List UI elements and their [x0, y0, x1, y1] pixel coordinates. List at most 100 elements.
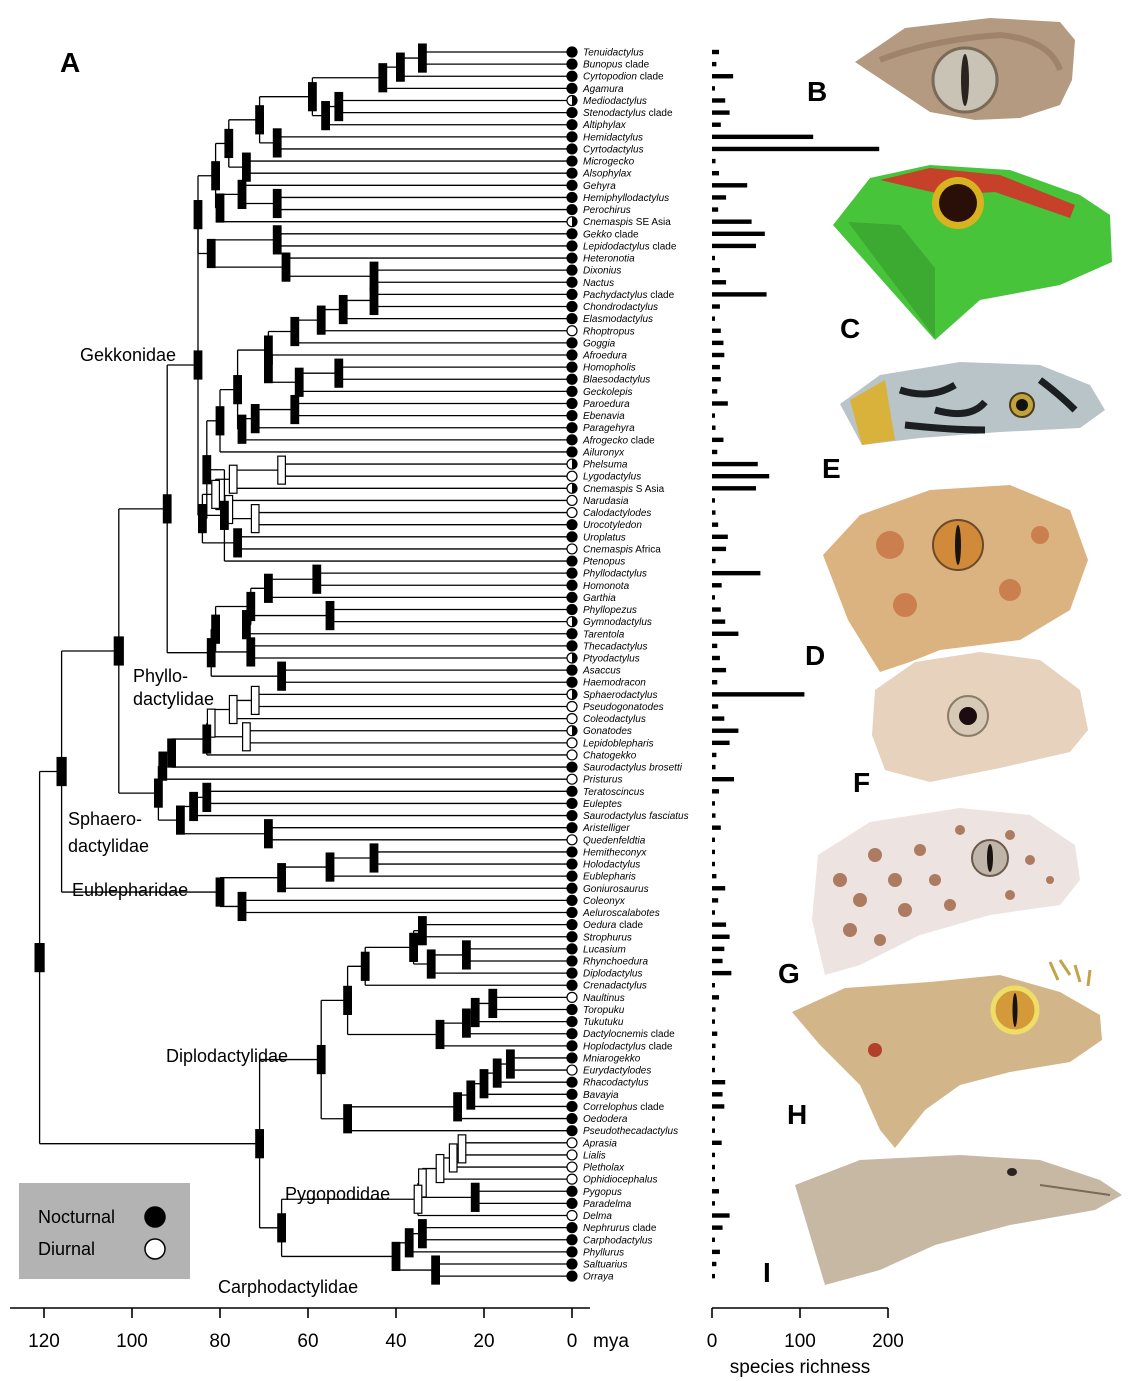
node-bar-nocturnal — [194, 351, 202, 379]
taxon-label: Gehyra — [583, 181, 616, 192]
tip-state-diurnal — [567, 738, 577, 748]
tip-13: Hemiphyllodactylus — [567, 192, 669, 204]
taxon-label: Cnemaspis SE Asia — [583, 217, 671, 228]
node-bar-nocturnal — [282, 253, 290, 281]
tip-state-nocturnal — [567, 908, 577, 918]
richness-bar — [712, 1104, 724, 1108]
richness-bar — [712, 801, 715, 805]
richness-tick-label: 100 — [784, 1331, 816, 1352]
taxon-label: Orraya — [583, 1272, 614, 1283]
taxon-label: Hemidactylus — [583, 132, 643, 143]
richness-bar — [712, 971, 731, 975]
node-bar-nocturnal — [405, 1229, 413, 1257]
node-bar-nocturnal — [471, 999, 479, 1027]
taxon-label: Ptyodactylus — [583, 654, 640, 665]
taxon-label: Eurydactylodes — [583, 1066, 651, 1077]
node-bar-nocturnal — [234, 376, 242, 404]
node-bar-nocturnal — [278, 864, 286, 892]
richness-bar — [712, 1153, 715, 1157]
taxon-label: Euleptes — [583, 799, 622, 810]
tip-state-nocturnal — [567, 423, 577, 433]
taxon-label: Paragehyra — [583, 423, 635, 434]
node-bar-nocturnal — [234, 529, 242, 557]
legend-box — [19, 1183, 190, 1279]
tip-state-nocturnal — [567, 435, 577, 445]
tip-state-nocturnal — [567, 398, 577, 408]
richness-bar — [712, 644, 717, 648]
taxon-label: Pachydactylus clade — [583, 290, 675, 301]
taxon-label: Uroplatus — [583, 532, 626, 543]
node-bar-nocturnal — [273, 190, 281, 218]
tip-state-nocturnal — [567, 156, 577, 166]
family-label-sphaerodactylidae-1: Sphaero- — [68, 809, 142, 829]
tip-state-nocturnal — [567, 83, 577, 93]
richness-bar — [712, 825, 721, 829]
tip-12: Gehyra — [567, 180, 616, 192]
taxon-label: Rhynchoedura — [583, 957, 648, 968]
node-bar-nocturnal — [467, 1081, 475, 1109]
tip-state-diurnal — [567, 774, 577, 784]
photo-label-f: F — [853, 767, 870, 798]
node-bar-nocturnal — [256, 1130, 264, 1158]
richness-bar — [712, 680, 717, 684]
tip-state-nocturnal — [567, 120, 577, 130]
taxon-label: Strophurus — [583, 932, 632, 943]
taxon-label: Phyllodactylus — [583, 569, 647, 580]
taxon-label: Phyllopezus — [583, 605, 637, 616]
richness-bar — [712, 1238, 715, 1242]
tip-83: Hoplodactylus clade — [567, 1041, 673, 1053]
richness-bar — [712, 765, 716, 769]
tip-state-nocturnal — [567, 47, 577, 57]
tip-state-nocturnal — [567, 847, 577, 857]
tip-90: Pseudothecadactylus — [567, 1126, 678, 1138]
taxon-label: Altiphylax — [582, 120, 627, 131]
node-bar-nocturnal — [291, 396, 299, 424]
tip-state-nocturnal — [567, 1089, 577, 1099]
node-bar-nocturnal — [344, 986, 352, 1014]
node-bar-nocturnal — [199, 505, 207, 533]
richness-bar — [712, 450, 717, 454]
taxon-label: Ebenavia — [583, 411, 625, 422]
legend-nocturnal-symbol — [145, 1207, 165, 1227]
node-bar-nocturnal — [273, 129, 281, 157]
tip-state-nocturnal — [567, 1198, 577, 1208]
richness-bar — [712, 341, 723, 345]
node-bar-nocturnal — [392, 1242, 400, 1270]
richness-bar — [712, 1165, 715, 1169]
tip-state-diurnal — [567, 495, 577, 505]
node-bar-nocturnal — [370, 286, 378, 314]
richness-bar — [712, 1044, 716, 1048]
tip-state-nocturnal — [567, 229, 577, 239]
photo-label-e: D — [805, 640, 825, 671]
node-bar-nocturnal — [344, 1105, 352, 1133]
richness-bar — [712, 1019, 715, 1023]
node-bar-nocturnal — [247, 592, 255, 620]
node-bar-nocturnal — [238, 415, 246, 443]
node-bar-nocturnal — [326, 853, 334, 881]
taxon-label: Holodactylus — [583, 860, 640, 871]
tip-state-nocturnal — [567, 871, 577, 881]
richness-bar — [712, 959, 723, 963]
richness-bar — [712, 1262, 716, 1266]
tip-state-nocturnal — [567, 629, 577, 639]
tip-state-nocturnal — [567, 338, 577, 348]
taxon-label: Crenadactylus — [583, 981, 647, 992]
node-bar-nocturnal — [454, 1093, 462, 1121]
taxon-label: Lygodactylus — [583, 472, 641, 483]
richness-bar — [712, 1080, 725, 1084]
legend-diurnal-label: Diurnal — [38, 1239, 95, 1259]
node-bar-nocturnal — [471, 1183, 479, 1211]
tip-92: Lialis — [567, 1150, 606, 1162]
richness-bar — [712, 413, 715, 417]
tip-state-nocturnal — [567, 253, 577, 263]
taxon-label: Stenodactylus clade — [583, 108, 673, 119]
richness-bar — [712, 474, 769, 478]
taxon-label: Paradelma — [583, 1199, 632, 1210]
taxon-label: Agamura — [582, 84, 624, 95]
richness-bar — [712, 935, 730, 939]
node-bar-nocturnal — [309, 83, 317, 111]
richness-bar — [712, 426, 716, 430]
node-bar-diurnal — [436, 1155, 444, 1183]
node-bar-nocturnal — [489, 989, 497, 1017]
richness-bar — [712, 922, 726, 926]
